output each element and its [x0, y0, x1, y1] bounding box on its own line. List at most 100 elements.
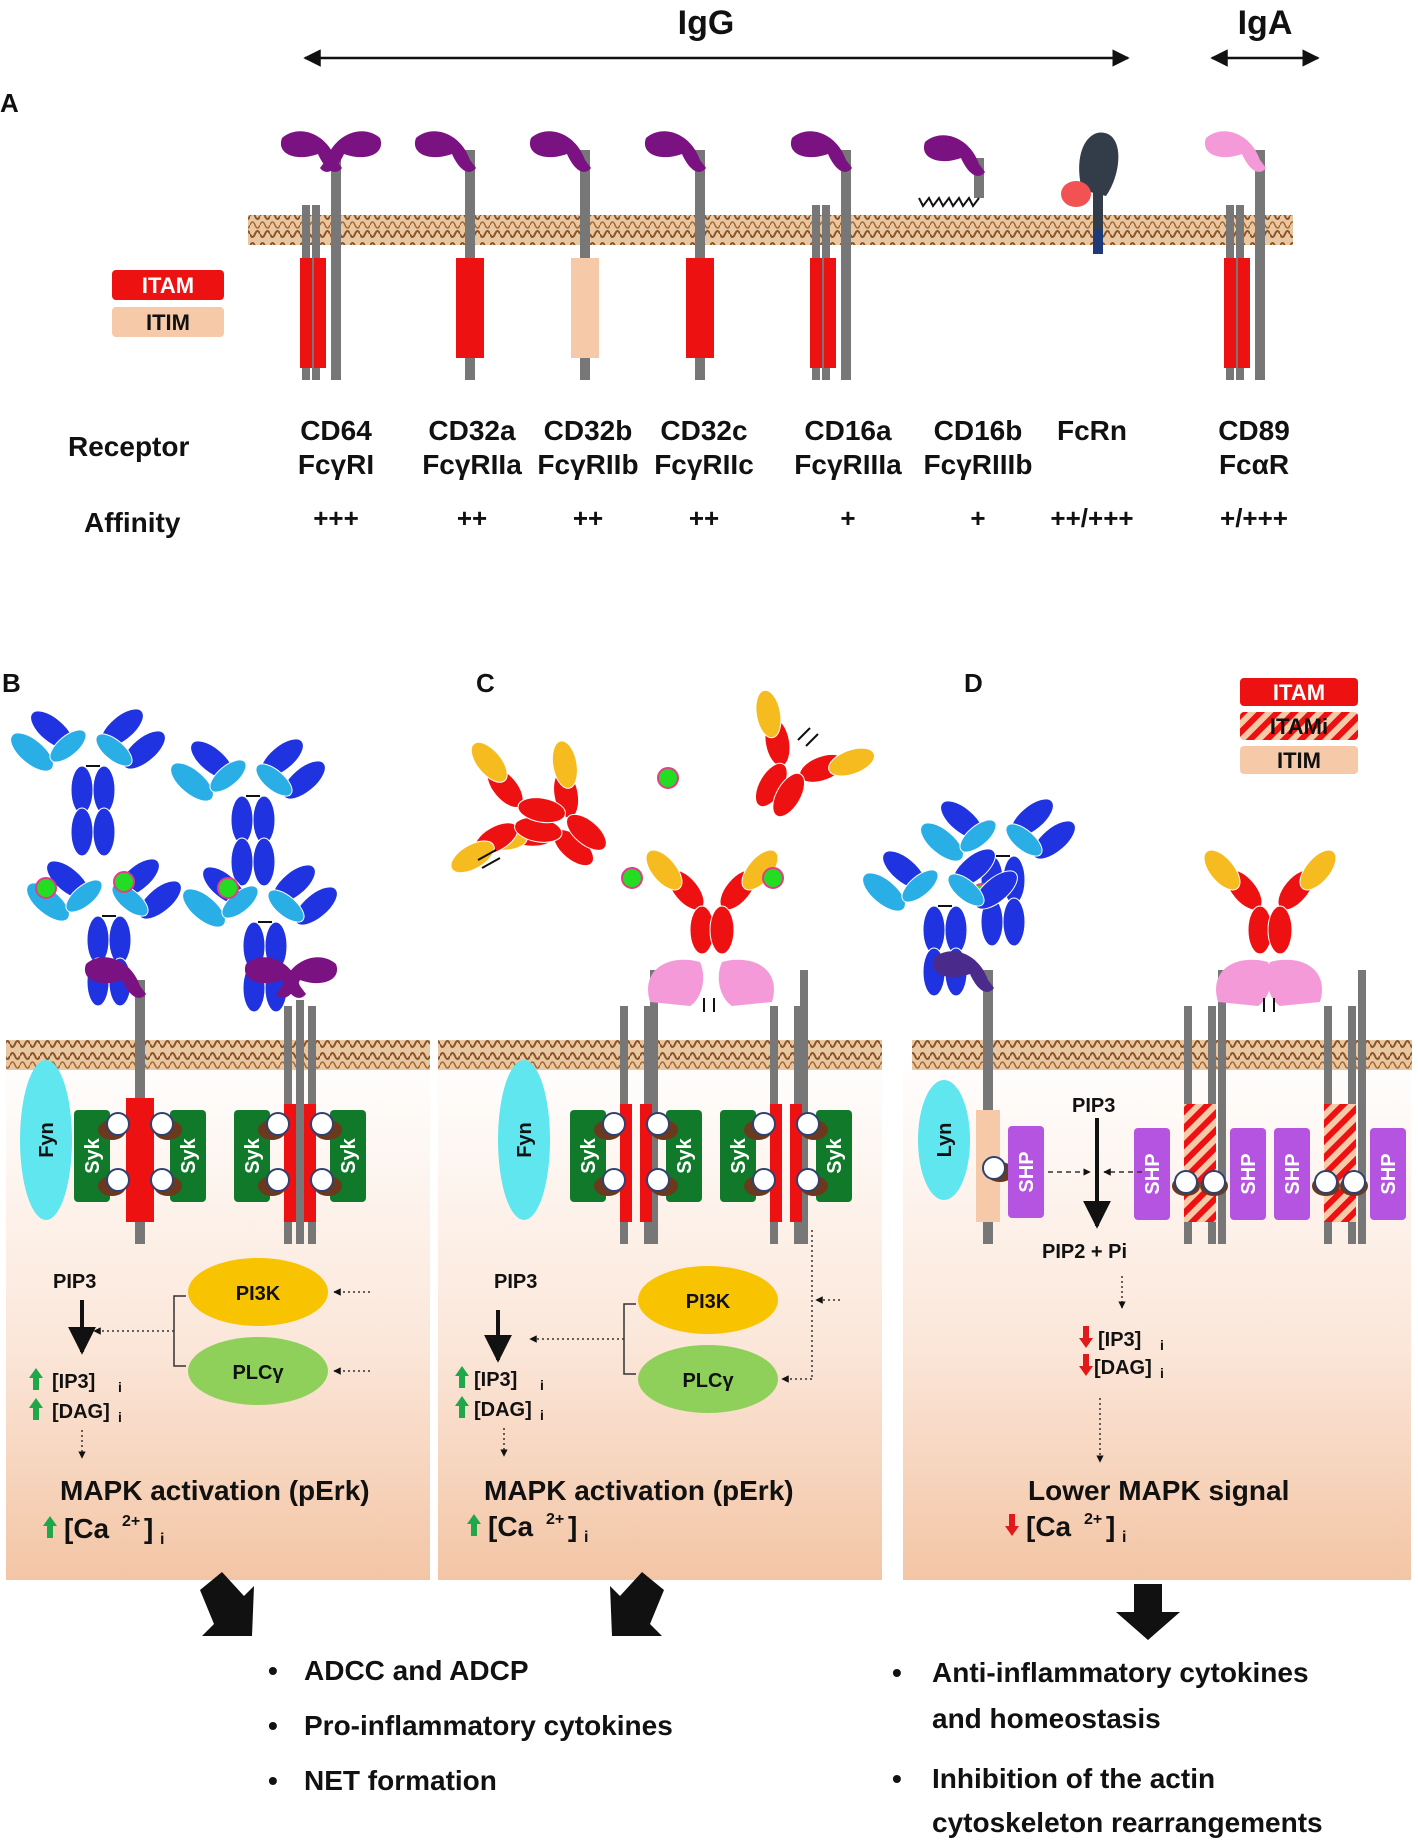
- igg-domain: [10, 732, 54, 772]
- receptor-ectodomain: [276, 957, 338, 998]
- fcar-ectodomain: [648, 959, 704, 1006]
- ip3-dag-up-b: ii: [29, 1368, 122, 1425]
- plcg-label-c: PLCγ: [682, 1370, 734, 1392]
- plcg-c: [638, 1345, 778, 1413]
- igg-domain: [1032, 820, 1076, 860]
- phosphate-group: [752, 1168, 776, 1192]
- mapk-label-c: MAPK activation (pErk): [484, 1475, 794, 1506]
- igg-domain: [49, 729, 87, 763]
- igg-domain: [92, 765, 116, 815]
- subscript-i: i: [1122, 1529, 1126, 1546]
- receptor-labels: CD64FcγRI+++CD32aFcγRIIa++CD32bFcγRIIb++…: [298, 415, 1290, 533]
- membrane-panel-a: [248, 215, 1293, 245]
- igg-domain: [959, 819, 997, 853]
- receptor-ectodomain: [1204, 131, 1266, 172]
- syk-label: Syk: [242, 1137, 264, 1173]
- ip3-dag-up-c: ii: [455, 1366, 544, 1423]
- fcar-ectodomain: [718, 959, 774, 1006]
- increase-arrow: [43, 1516, 57, 1538]
- fyn-label-b: Fyn: [36, 1122, 58, 1158]
- receptor-affinity: ++: [573, 503, 603, 533]
- legend-itim-swatch: [112, 307, 224, 337]
- receptor-stem: [331, 150, 341, 380]
- antigen: [35, 877, 57, 899]
- receptor-affinity: +/+++: [1220, 503, 1288, 533]
- fcar-ectodomain: [1266, 959, 1322, 1006]
- iga-domain: [1203, 849, 1241, 891]
- igg-label: IgG: [678, 4, 735, 42]
- calcium-label: [Ca: [1026, 1511, 1072, 1542]
- igg-domain: [922, 905, 946, 955]
- receptor-alias: FcαR: [1219, 449, 1289, 480]
- activating-outcomes-list: •ADCC and ADCP•Pro-inflammatory cytokine…: [268, 1655, 673, 1796]
- igg-domain: [230, 795, 254, 845]
- igg-domain: [170, 762, 214, 802]
- phosphate-group: [646, 1168, 670, 1192]
- receptor-name: CD32c: [660, 415, 747, 446]
- receptor-ectodomain: [414, 131, 476, 172]
- itami-motif: [1184, 1104, 1216, 1222]
- pip3-label-b: PIP3: [53, 1271, 96, 1293]
- legend-itam-label: ITAM: [142, 273, 194, 298]
- iga-domain: [450, 840, 495, 874]
- legend-panel-a: ITAM ITIM: [112, 270, 224, 337]
- phosphate-group: [796, 1112, 820, 1136]
- shp-label: SHP: [1238, 1153, 1260, 1194]
- lyn-kinase-d: [918, 1080, 970, 1200]
- receptor-stem: [841, 150, 851, 380]
- fyn-label-c: Fyn: [514, 1122, 536, 1158]
- outcome-item: Inhibition of the actin: [932, 1763, 1215, 1794]
- outcome-item: Pro-inflammatory cytokines: [304, 1710, 673, 1741]
- increase-arrow: [455, 1366, 469, 1388]
- igg-domain: [255, 763, 293, 797]
- phosphate-group: [982, 1156, 1006, 1180]
- iga-domain: [645, 849, 683, 891]
- receptor-stem: [296, 1000, 304, 1244]
- iga-domain: [709, 905, 735, 955]
- iga-molecule: [1203, 849, 1337, 955]
- shp-label: SHP: [1142, 1153, 1164, 1194]
- iga-domain: [470, 741, 508, 783]
- receptor-stem: [1218, 970, 1226, 1244]
- antigen: [762, 867, 784, 889]
- receptor-fcrn: [1061, 132, 1119, 254]
- itim-motif: [571, 258, 599, 358]
- iga-domain: [565, 813, 607, 851]
- membrane-panel-c: [438, 1040, 882, 1070]
- outcome-item: cytoskeleton rearrangements: [932, 1807, 1323, 1838]
- igg-domain: [209, 759, 247, 793]
- bullet: •: [268, 1655, 278, 1686]
- antigen: [113, 871, 135, 893]
- calcium-bracket: ]: [144, 1513, 153, 1544]
- igg-domain: [92, 807, 116, 857]
- igg-domain: [294, 886, 338, 926]
- receptor-alias: FcγRIIb: [537, 449, 638, 480]
- receptor-ectodomain: [923, 135, 985, 176]
- receptor-ectodomain: [790, 131, 852, 172]
- iga-label: IgA: [1238, 4, 1293, 42]
- calcium-bracket: ]: [1106, 1511, 1115, 1542]
- row-header-affinity: Affinity: [84, 507, 181, 538]
- outcome-item: NET formation: [304, 1765, 497, 1796]
- receptor-alias: FcγRIIIb: [924, 449, 1033, 480]
- itam-chain: [1224, 258, 1236, 368]
- phosphate-group: [1202, 1170, 1226, 1194]
- iga-domain: [755, 689, 782, 739]
- itam-chain: [824, 258, 836, 368]
- calcium-label: [Ca: [488, 1511, 534, 1542]
- igg-domain: [95, 733, 133, 767]
- iga-immune-complex-panel-c: [450, 689, 875, 955]
- receptor-affinity: +++: [313, 503, 359, 533]
- itam-motif: [686, 258, 714, 358]
- outcome-item: Anti-inflammatory cytokines: [932, 1657, 1309, 1688]
- syk-label: Syk: [178, 1137, 200, 1173]
- syk-label: Syk: [824, 1137, 846, 1173]
- bullet: •: [268, 1710, 278, 1741]
- receptor-name: CD16b: [934, 415, 1023, 446]
- phosphate-group: [266, 1168, 290, 1192]
- receptor-cd32a: [414, 131, 484, 380]
- syk-label: Syk: [728, 1137, 750, 1173]
- bullet: •: [892, 1657, 902, 1688]
